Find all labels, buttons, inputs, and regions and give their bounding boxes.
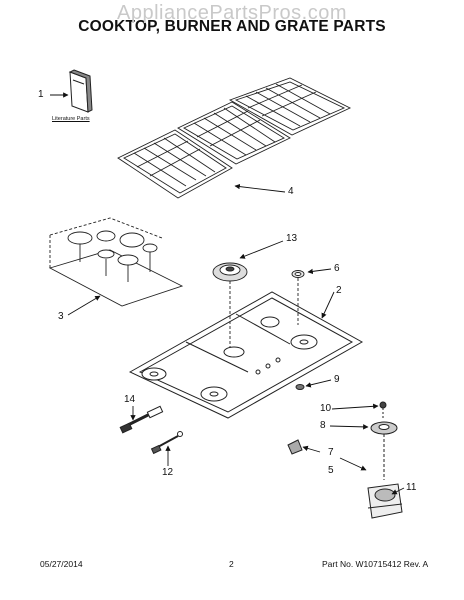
callout-6: 6 <box>334 263 340 274</box>
part-12 <box>150 431 183 455</box>
callout-4: 4 <box>288 186 294 197</box>
burner-head-13 <box>212 262 248 348</box>
grommet-9 <box>295 384 305 390</box>
bracket-5 <box>287 439 303 455</box>
cap-6 <box>291 270 305 325</box>
callout-3: 3 <box>58 311 64 322</box>
callout-13: 13 <box>286 233 298 244</box>
grate-center <box>177 101 291 165</box>
callout-1: 1 <box>38 89 44 100</box>
burner-template-sheet <box>48 217 184 307</box>
literature-parts-label: Literature Parts <box>52 116 90 122</box>
cooktop <box>128 291 364 419</box>
footer-page-number: 2 <box>229 559 234 569</box>
page-title: COOKTOP, BURNER AND GRATE PARTS <box>78 18 386 35</box>
callout-9: 9 <box>334 374 340 385</box>
footer-part-number: Part No. W10715412 Rev. A <box>322 559 429 569</box>
grate-assembly <box>117 77 352 199</box>
grate-right <box>228 77 352 136</box>
valve-assembly <box>367 401 403 519</box>
callout-leaders <box>50 92 405 495</box>
callout-14: 14 <box>124 394 136 405</box>
watermark: AppliancePartsPros.com <box>117 2 347 24</box>
callout-10: 10 <box>320 403 332 414</box>
literature-parts-booklet <box>68 69 93 113</box>
callout-12: 12 <box>162 467 174 478</box>
part-14 <box>119 405 164 434</box>
grate-left <box>117 129 233 199</box>
callout-11: 11 <box>406 482 417 493</box>
callout-7: 7 <box>328 447 334 458</box>
callout-2: 2 <box>336 285 342 296</box>
footer-date: 05/27/2014 <box>40 559 83 569</box>
callout-5: 5 <box>328 465 334 476</box>
callout-8: 8 <box>320 420 326 431</box>
